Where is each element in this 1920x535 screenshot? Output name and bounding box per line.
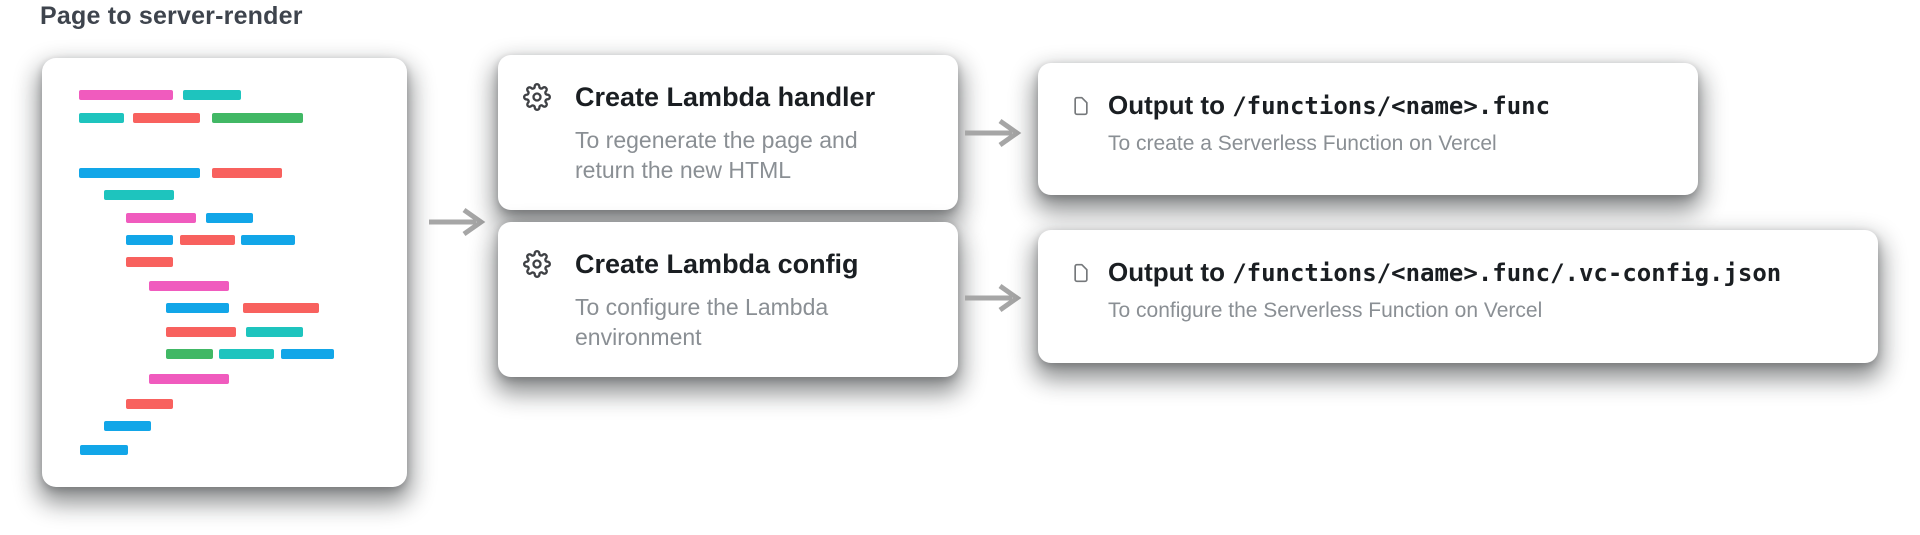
arrow-right-icon <box>965 118 1022 148</box>
code-bar-blue <box>166 303 229 313</box>
output-title-prefix: Output to <box>1108 90 1233 120</box>
code-bar-red <box>126 399 173 409</box>
code-bar-blue <box>80 445 128 455</box>
code-bar-green <box>166 349 213 359</box>
output-title: Output to /functions/<name>.func <box>1108 89 1550 122</box>
code-bar-teal <box>183 90 241 100</box>
file-icon <box>1074 263 1088 283</box>
code-bar-blue <box>104 421 151 431</box>
code-bar-teal <box>246 327 303 337</box>
code-bar-teal <box>79 113 124 123</box>
code-bar-red <box>126 257 173 267</box>
step-subtitle: To configure the Lambda environment <box>575 294 829 350</box>
file-icon <box>1074 96 1088 116</box>
output-subtitle: To configure the Serverless Function on … <box>1108 299 1543 322</box>
output-path: /functions/<name>.func <box>1232 92 1551 120</box>
step-subtitle: To regenerate the page and return the ne… <box>575 127 858 183</box>
code-bar-red <box>180 235 235 245</box>
code-bar-blue <box>206 213 253 223</box>
step-title: Create Lambda config <box>575 249 859 279</box>
code-bar-pink <box>126 213 196 223</box>
code-bar-pink <box>149 374 229 384</box>
output-path: /functions/<name>.func/.vc-config.json <box>1232 259 1782 287</box>
page-title: Page to server-render <box>40 2 303 30</box>
step-card-create-lambda-config: Create Lambda config To configure the La… <box>498 222 958 377</box>
step-card-create-lambda-handler: Create Lambda handler To regenerate the … <box>498 55 958 210</box>
output-subtitle: To create a Serverless Function on Verce… <box>1108 132 1497 155</box>
code-bar-red <box>212 168 282 178</box>
gear-icon <box>523 250 551 278</box>
output-title-prefix: Output to <box>1108 257 1233 287</box>
code-bar-blue <box>79 168 200 178</box>
gear-icon <box>523 83 551 111</box>
code-bar-blue <box>281 349 334 359</box>
code-bar-red <box>133 113 200 123</box>
output-card-function: Output to /functions/<name>.func To crea… <box>1038 63 1698 195</box>
code-bar-teal <box>219 349 274 359</box>
output-title: Output to /functions/<name>.func/.vc-con… <box>1108 256 1781 289</box>
code-bar-blue <box>126 235 173 245</box>
output-card-config: Output to /functions/<name>.func/.vc-con… <box>1038 230 1878 363</box>
arrow-right-icon <box>429 207 486 237</box>
step-title: Create Lambda handler <box>575 82 876 112</box>
code-bar-green <box>212 113 303 123</box>
source-page-card <box>42 58 407 487</box>
arrow-right-icon <box>965 283 1022 313</box>
code-bar-red <box>243 303 319 313</box>
code-bar-red <box>166 327 236 337</box>
code-placeholder <box>42 58 407 487</box>
code-bar-pink <box>149 281 229 291</box>
code-bar-pink <box>79 90 173 100</box>
code-bar-blue <box>241 235 295 245</box>
code-bar-teal <box>104 190 174 200</box>
